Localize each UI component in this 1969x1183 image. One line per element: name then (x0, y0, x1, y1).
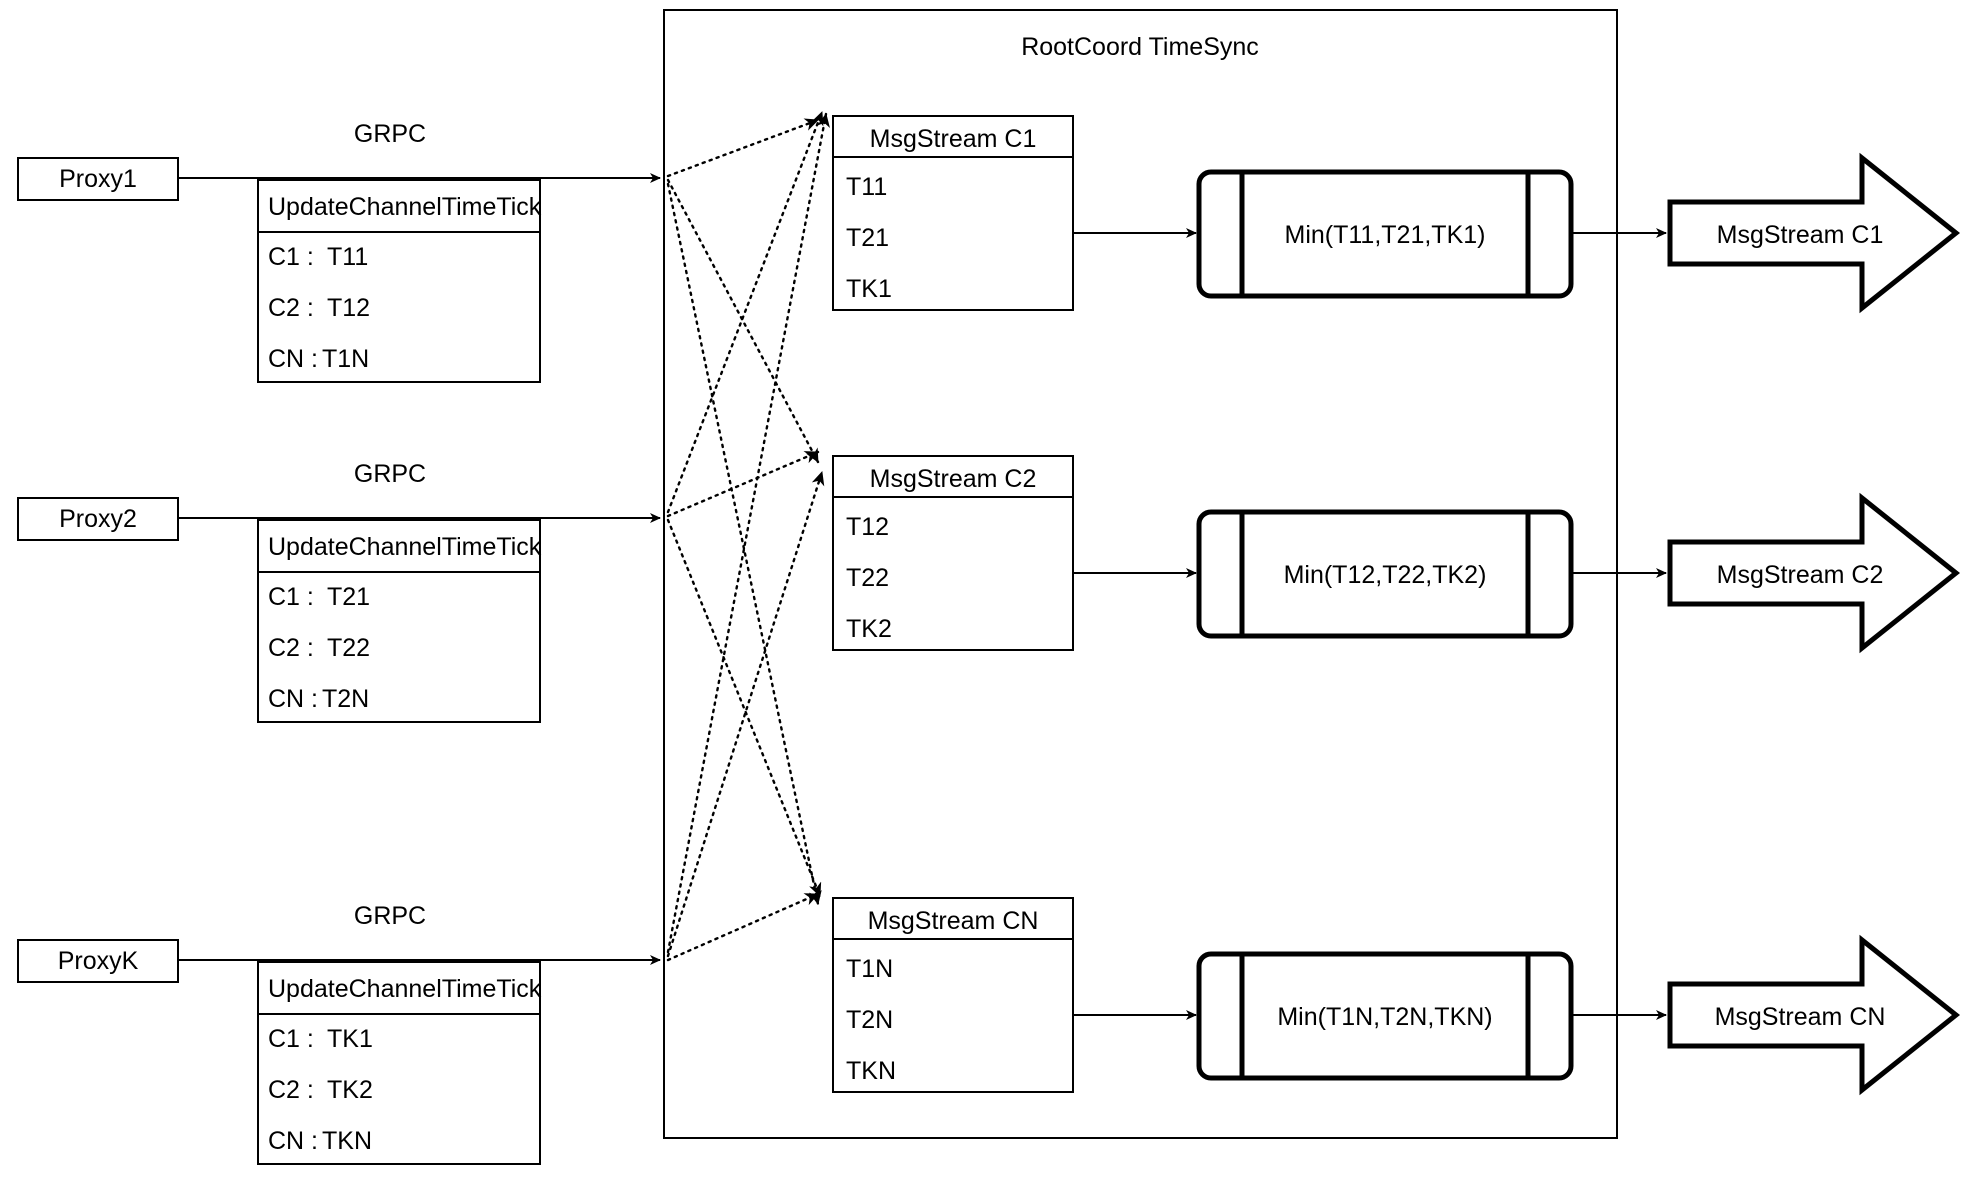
proxy-box-2[interactable] (17, 497, 179, 541)
output-block-arrow-3 (1667, 934, 1961, 1096)
proxy-box-1[interactable] (17, 157, 179, 201)
timetick-entry-value-3-3: TKN (322, 1127, 372, 1155)
proxy-label-1: Proxy1 (59, 165, 137, 193)
msgstream-title-2: MsgStream C2 (870, 465, 1037, 493)
msgstream-box-2 (832, 455, 1074, 651)
grpc-label-2: GRPC (354, 460, 426, 488)
msgstream-box-3 (832, 897, 1074, 1093)
fan-p2-c1 (666, 110, 824, 514)
update-timetick-card-3 (257, 961, 541, 1165)
timetick-entry-channel-2-3: CN : (268, 685, 318, 713)
min-label-3: Min(T1N,T2N,TKN) (1277, 1003, 1492, 1031)
msgstream-ts-2-3: TK2 (846, 615, 892, 643)
fan-p1-cn (666, 182, 822, 906)
output-block-arrow-2 (1667, 492, 1961, 654)
msgstream-ts-2-2: T22 (846, 564, 889, 592)
timetick-entry-channel-3-3: CN : (268, 1127, 318, 1155)
output-block-arrow-1 (1667, 152, 1961, 314)
msgstream-title-1: MsgStream C1 (870, 125, 1037, 153)
timetick-entry-value-1-2: T12 (327, 294, 370, 322)
timetick-entry-value-2-2: T22 (327, 634, 370, 662)
timetick-entry-channel-3-2: C2 : (268, 1076, 314, 1104)
update-timetick-card-2 (257, 519, 541, 723)
update-timetick-title-2: UpdateChannelTimeTick (268, 533, 542, 561)
proxy-label-3: ProxyK (58, 947, 139, 975)
timetick-entry-channel-2-2: C2 : (268, 634, 314, 662)
timetick-entry-channel-1-1: C1 : (268, 243, 314, 271)
container-title: RootCoord TimeSync (1021, 33, 1259, 61)
timetick-entry-value-3-1: TK1 (327, 1025, 373, 1053)
fan-p2-c2 (666, 450, 820, 518)
msgstream-ts-2-1: T12 (846, 513, 889, 541)
update-timetick-title-1: UpdateChannelTimeTick (268, 193, 542, 221)
min-label-1: Min(T11,T21,TK1) (1285, 221, 1486, 249)
timetick-entry-value-3-2: TK2 (327, 1076, 373, 1104)
msgstream-title-3: MsgStream CN (868, 907, 1039, 935)
output-label-3: MsgStream CN (1715, 1003, 1886, 1031)
msgstream-ts-3-2: T2N (846, 1006, 893, 1034)
fan-p2-cn (666, 518, 822, 898)
timetick-entry-channel-1-3: CN : (268, 345, 318, 373)
timetick-entry-value-2-1: T21 (327, 583, 370, 611)
timetick-entry-channel-2-1: C1 : (268, 583, 314, 611)
msgstream-ts-1-3: TK1 (846, 275, 892, 303)
timetick-entry-channel-1-2: C2 : (268, 294, 314, 322)
fan-p3-c2 (666, 470, 825, 958)
timetick-entry-value-2-3: T2N (322, 685, 369, 713)
output-label-2: MsgStream C2 (1717, 561, 1884, 589)
fan-p1-c1 (666, 118, 820, 178)
fan-p1-c2 (666, 178, 820, 464)
msgstream-ts-3-1: T1N (846, 955, 893, 983)
fan-p3-cn (666, 892, 820, 962)
fan-p3-c1 (666, 112, 830, 954)
output-label-1: MsgStream C1 (1717, 221, 1884, 249)
timetick-entry-value-1-3: T1N (322, 345, 369, 373)
proxy-label-2: Proxy2 (59, 505, 137, 533)
msgstream-ts-3-3: TKN (846, 1057, 896, 1085)
timetick-fanout-connections (666, 110, 830, 962)
update-timetick-title-3: UpdateChannelTimeTick (268, 975, 542, 1003)
msgstream-ts-1-2: T21 (846, 224, 889, 252)
msgstream-ts-1-1: T11 (846, 173, 887, 201)
grpc-label-3: GRPC (354, 902, 426, 930)
min-label-2: Min(T12,T22,TK2) (1284, 561, 1487, 589)
grpc-label-1: GRPC (354, 120, 426, 148)
timetick-entry-channel-3-1: C1 : (268, 1025, 314, 1053)
timetick-entry-value-1-1: T11 (327, 243, 368, 271)
update-timetick-card-1 (257, 179, 541, 383)
msgstream-box-1 (832, 115, 1074, 311)
